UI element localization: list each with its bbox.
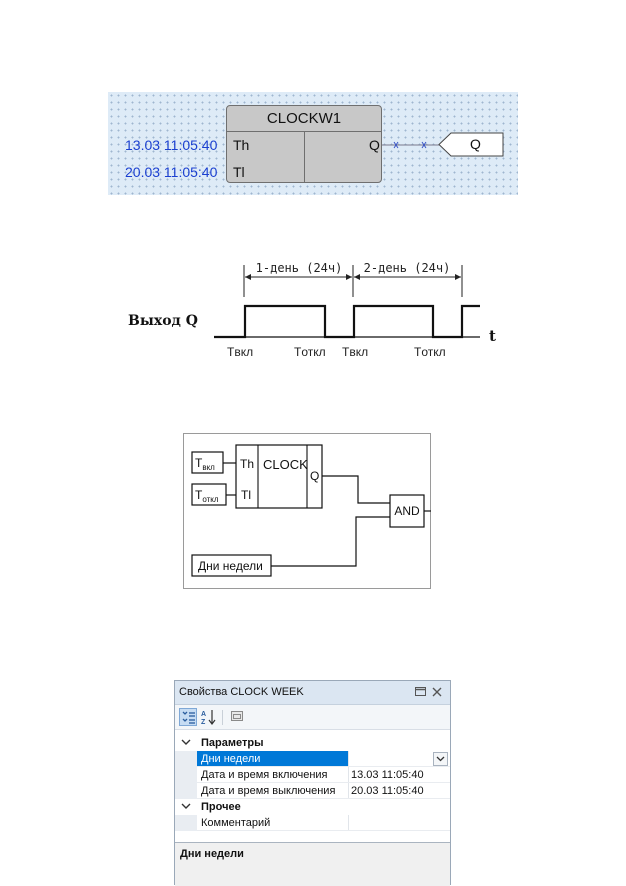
span1-label: 1-день (24ч) (256, 261, 343, 275)
signal-label: Выход Q (128, 313, 198, 329)
pin-th: Th (233, 137, 250, 153)
q-signal (214, 304, 480, 339)
clock-pin-tl: Tl (241, 488, 251, 502)
block-title: CLOCKW1 (227, 106, 381, 132)
chevron-down-icon[interactable] (181, 801, 191, 811)
weekdays-dropdown-button[interactable] (433, 752, 448, 766)
prop-key: Дата и время включения (201, 769, 328, 781)
svg-text:A: A (201, 711, 206, 718)
category-parameters[interactable]: Параметры (175, 735, 450, 751)
prop-row-comment[interactable]: Комментарий (175, 815, 450, 831)
close-icon[interactable] (432, 687, 442, 697)
t-on-1: Tвкл (227, 345, 253, 359)
output-tag[interactable]: Q (438, 132, 504, 157)
property-pages-button[interactable] (229, 708, 247, 726)
timing-diagram: 1-день (24ч) 2-день (24ч) Выход Q t Tвкл… (128, 261, 496, 359)
tl-value[interactable]: 20.03 11:05:40 (125, 164, 218, 180)
chevron-down-icon[interactable] (181, 737, 191, 747)
block-divider (304, 131, 305, 183)
prop-row-weekdays[interactable]: Дни недели (175, 751, 450, 767)
category-other[interactable]: Прочее (175, 799, 450, 815)
alphabetical-button[interactable]: A Z (200, 708, 218, 726)
prop-value[interactable]: 13.03 11:05:40 (351, 769, 424, 781)
svg-text:Z: Z (201, 719, 206, 726)
prop-key: Комментарий (201, 817, 271, 829)
th-value[interactable]: 13.03 11:05:40 (125, 137, 218, 153)
output-wire (382, 141, 440, 149)
prop-value[interactable]: 20.03 11:05:40 (351, 785, 424, 797)
row-selection (197, 751, 348, 767)
prop-row-off-time[interactable]: Дата и время выключения 20.03 11:05:40 (175, 783, 450, 799)
clockw-block[interactable]: CLOCKW1 Th Tl Q (226, 105, 382, 183)
panel-titlebar: Свойства CLOCK WEEK (175, 681, 450, 705)
t-off-2: Tоткл (414, 345, 446, 359)
and-label: AND (394, 504, 420, 518)
property-pages-icon (231, 711, 243, 721)
properties-panel: Свойства CLOCK WEEK A Z (174, 680, 451, 886)
maximize-icon[interactable] (415, 687, 426, 697)
panel-title: Свойства CLOCK WEEK (179, 686, 304, 698)
logic-schematic: Tвкл Tоткл Th Tl CLOCK Q AND Дни недели (183, 433, 431, 589)
input-t-on-label: Tвкл (195, 456, 215, 472)
tag-shape-icon (438, 132, 504, 157)
prop-key: Дни недели (201, 753, 261, 765)
prop-row-on-time[interactable]: Дата и время включения 13.03 11:05:40 (175, 767, 450, 783)
chevron-down-icon (436, 756, 445, 762)
weekdays-label: Дни недели (198, 559, 263, 573)
property-grid: Параметры Дни недели Дата и время включе… (175, 735, 450, 831)
category-parameters-label: Параметры (201, 737, 264, 749)
weekdays-input (191, 554, 272, 577)
clock-name: CLOCK (263, 457, 308, 472)
wire-days-and (271, 516, 390, 567)
pin-q: Q (369, 137, 380, 153)
and-gate (389, 494, 425, 528)
output-tag-label: Q (470, 136, 481, 152)
description-pane: Дни недели (175, 842, 450, 886)
clock-pin-th: Th (240, 457, 254, 471)
panel-toolbar: A Z (175, 705, 450, 730)
clock-block (235, 444, 323, 509)
axis-label: t (489, 327, 496, 345)
clock-pin-q: Q (310, 469, 319, 483)
pin-tl: Tl (233, 164, 245, 180)
t-off-1: Tоткл (294, 345, 326, 359)
toolbar-separator (222, 710, 223, 725)
wire-q-and (322, 475, 390, 504)
sort-az-icon: A Z (201, 710, 216, 726)
category-other-label: Прочее (201, 801, 241, 813)
span2-label: 2-день (24ч) (364, 261, 451, 275)
categorized-button[interactable] (179, 708, 197, 726)
categorized-icon (182, 711, 195, 724)
fbd-canvas: 13.03 11:05:40 20.03 11:05:40 CLOCKW1 Th… (108, 92, 518, 195)
prop-key: Дата и время выключения (201, 785, 336, 797)
input-t-off-label: Tоткл (195, 488, 219, 504)
t-on-2: Tвкл (342, 345, 368, 359)
description-title: Дни недели (180, 848, 244, 860)
